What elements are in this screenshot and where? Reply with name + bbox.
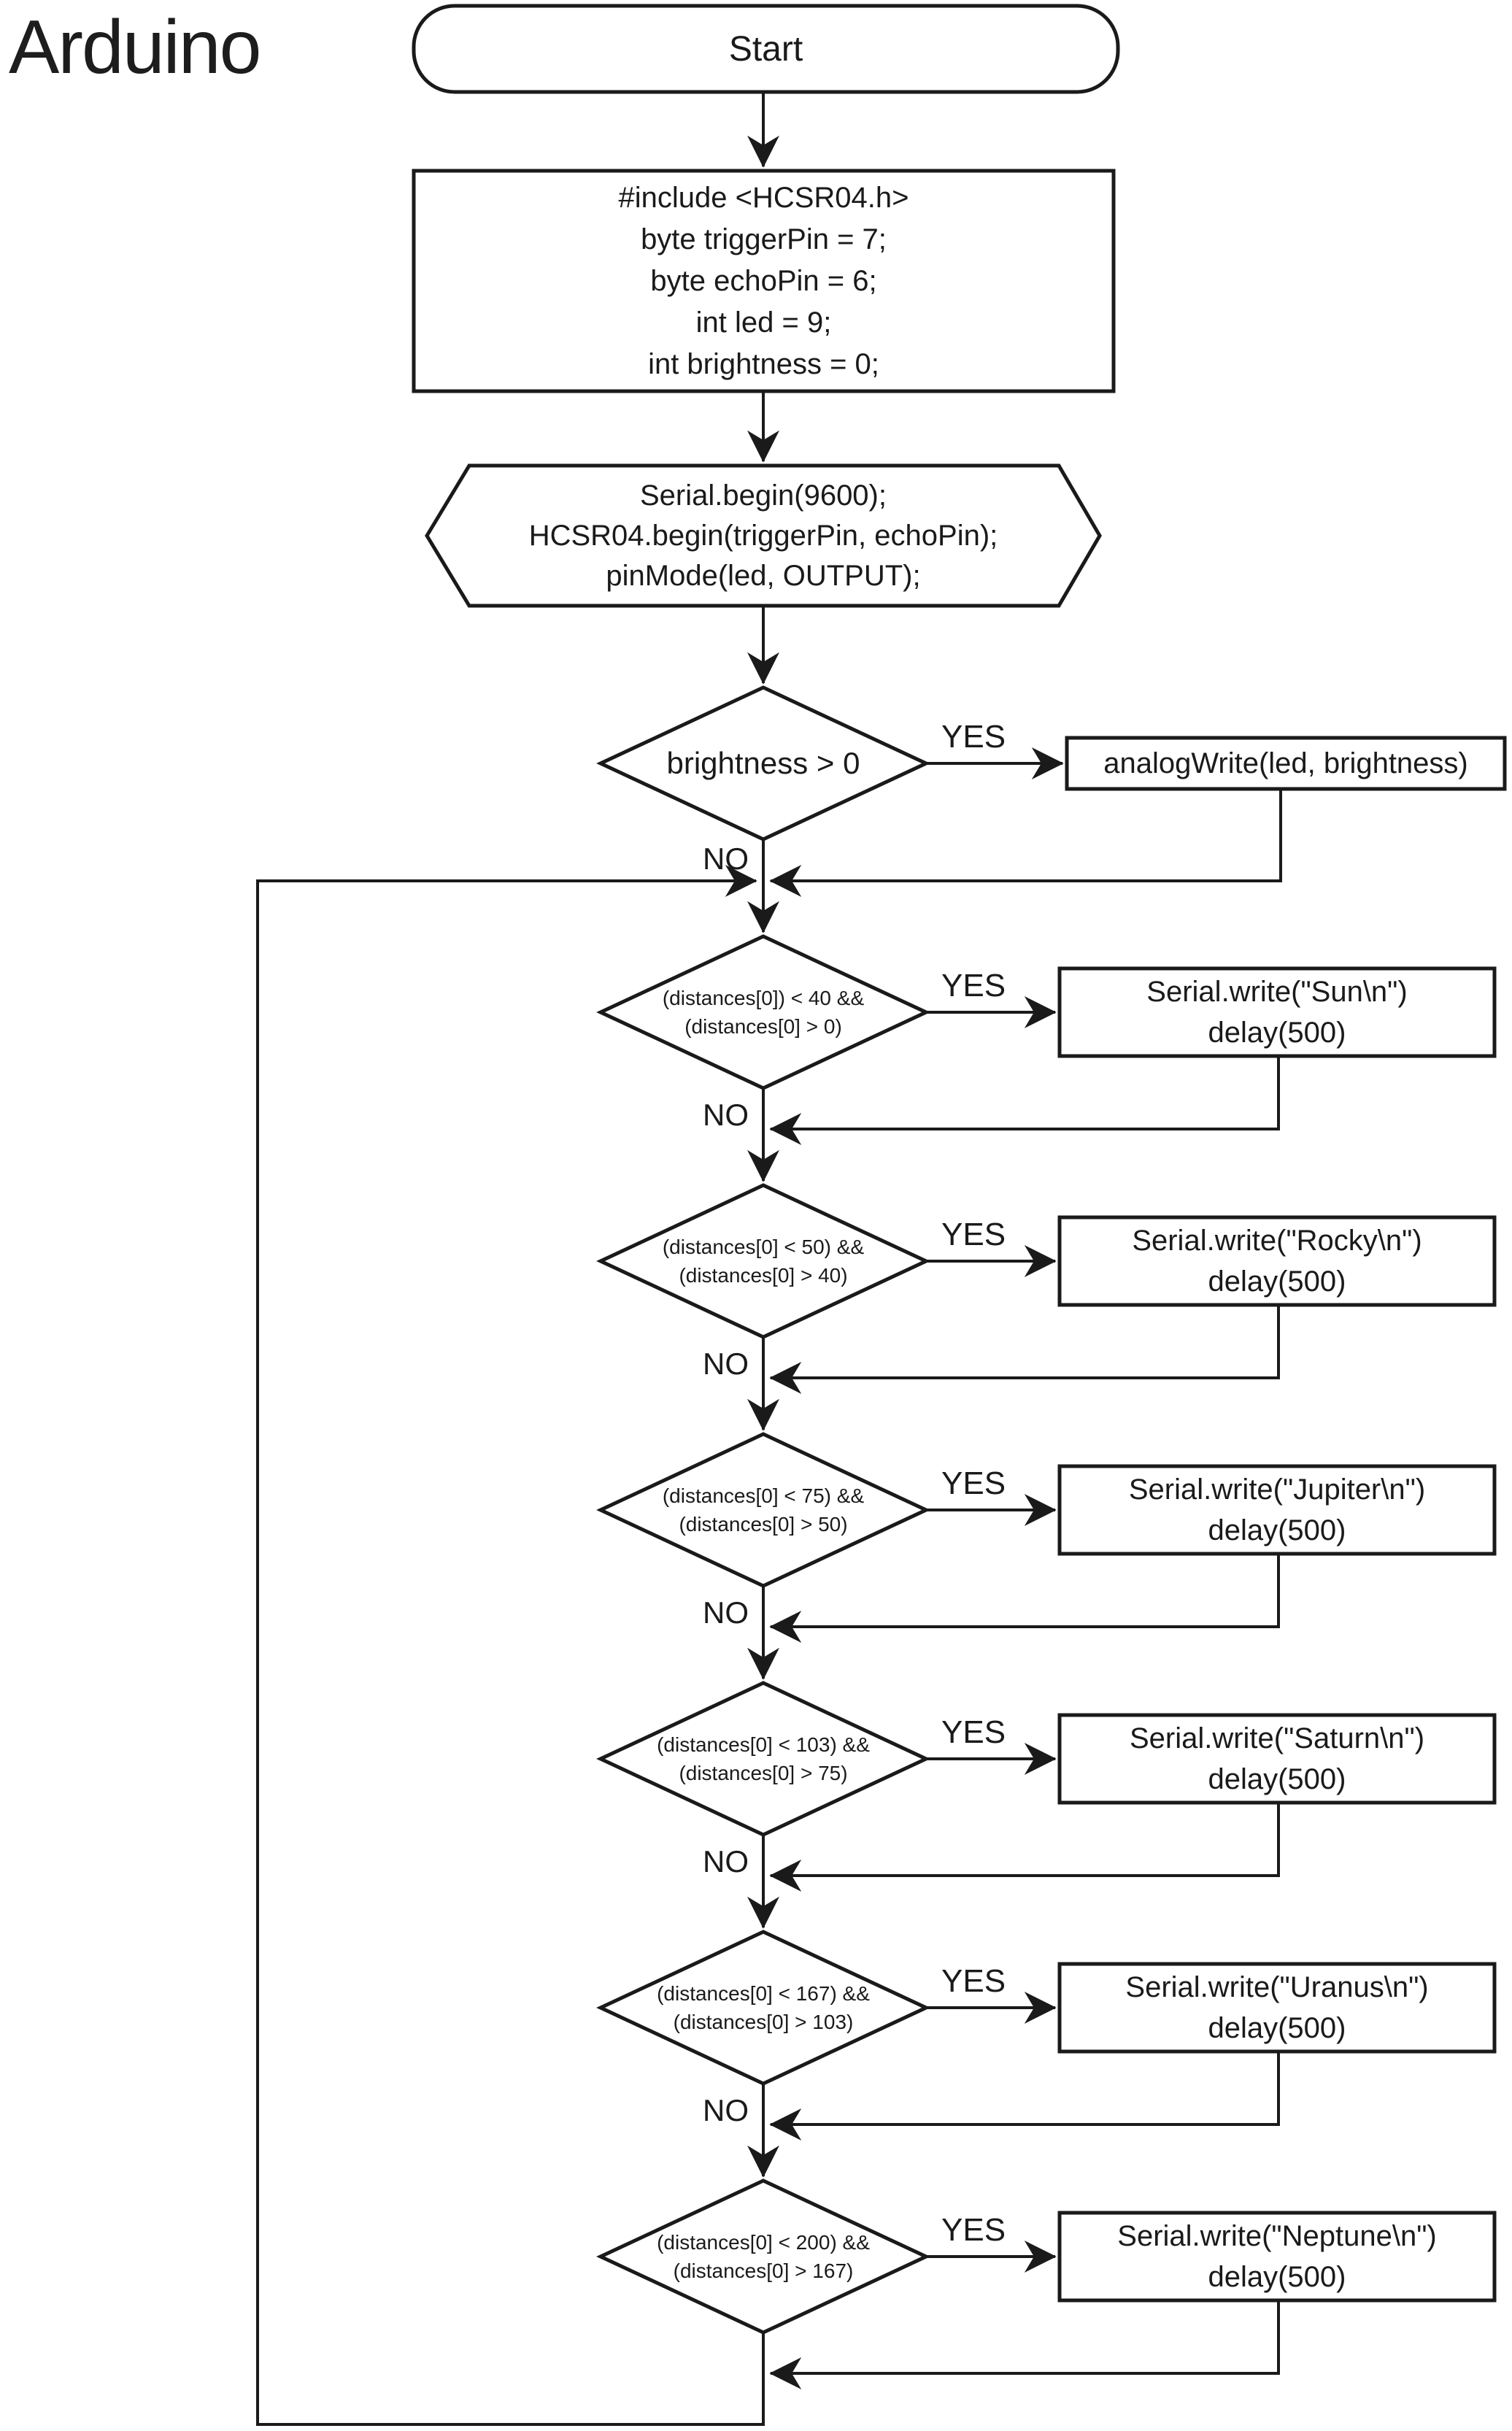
connector-return-6 (769, 2051, 1280, 2141)
condition-line: (distances[0] > 0) (684, 1015, 842, 1038)
setup-hexagon-node (425, 463, 1102, 608)
condition-line: (distances[0] < 75) && (662, 1484, 865, 1507)
init-line: byte echoPin = 6; (650, 264, 877, 297)
condition-line: (distances[0]) < 40 && (662, 987, 865, 1009)
action-line: Serial.write("Sun\n") (1146, 976, 1408, 1008)
start-label: Start (728, 29, 803, 69)
decision-diamond-1 (596, 685, 930, 841)
connector-return-1 (769, 789, 1282, 897)
condition-text-1: brightness > 0 (666, 746, 860, 780)
action-line: delay(500) (1208, 2261, 1346, 2293)
action-line: delay(500) (1208, 1514, 1346, 1546)
condition-line: (distances[0] > 103) (673, 2011, 854, 2033)
action-text-3: Serial.write("Rocky\n") delay(500) (1060, 1217, 1494, 1305)
setup-line: HCSR04.begin(triggerPin, echoPin); (528, 519, 998, 552)
connector-loop-back (256, 865, 763, 2426)
condition-line: (distances[0] > 75) (679, 1762, 848, 1784)
decision-diamond-6 (596, 1930, 930, 2086)
action-box-3 (1057, 1215, 1497, 1307)
yes-label-7: YES (941, 2212, 1006, 2248)
action-line: Serial.write("Rocky\n") (1132, 1225, 1422, 1257)
condition-line: (distances[0] > 167) (673, 2259, 854, 2282)
start-node (412, 4, 1120, 94)
page-title: Arduino (9, 5, 261, 90)
action-line: Serial.write("Jupiter\n") (1128, 1473, 1426, 1506)
condition-line: (distances[0] > 50) (679, 1513, 848, 1536)
connector-return-3 (769, 1305, 1280, 1394)
no-label-6: NO (703, 2093, 749, 2127)
action-text-1: analogWrite(led, brightness) (1103, 747, 1468, 779)
decision-diamond-5 (596, 1681, 930, 1837)
action-line: Serial.write("Saturn\n") (1129, 1722, 1425, 1754)
init-line: #include <HCSR04.h> (618, 181, 909, 214)
action-box-6 (1057, 1962, 1497, 2054)
condition-text-4: (distances[0] < 75) && (distances[0] > 5… (601, 1434, 926, 1586)
connector-return-7 (769, 2300, 1280, 2389)
connector-return-4 (769, 1554, 1280, 1643)
no-label-2: NO (703, 1098, 749, 1132)
decision-diamond-3 (596, 1183, 930, 1339)
yes-label-6: YES (941, 1963, 1006, 1999)
init-line: int led = 9; (695, 306, 832, 339)
condition-line: (distances[0] < 50) && (662, 1236, 865, 1258)
action-line: Serial.write("Neptune\n") (1117, 2220, 1437, 2252)
no-label-1: NO (703, 841, 749, 876)
action-box-4 (1057, 1464, 1497, 1556)
condition-text-7: (distances[0] < 200) && (distances[0] > … (601, 2181, 926, 2332)
action-line: delay(500) (1208, 1763, 1346, 1795)
action-text-2: Serial.write("Sun\n") delay(500) (1060, 968, 1494, 1056)
yes-label-5: YES (941, 1714, 1006, 1750)
init-line: byte triggerPin = 7; (641, 223, 887, 255)
condition-text-2: (distances[0]) < 40 && (distances[0] > 0… (601, 936, 926, 1088)
init-block-text: #include <HCSR04.h> byte triggerPin = 7;… (414, 171, 1114, 391)
condition-text-6: (distances[0] < 167) && (distances[0] > … (601, 1932, 926, 2084)
action-line: delay(500) (1208, 2012, 1346, 2044)
yes-label-1: YES (941, 719, 1006, 755)
init-process-node (412, 169, 1116, 393)
action-text-6: Serial.write("Uranus\n") delay(500) (1060, 1964, 1494, 2051)
decision-diamond-4 (596, 1432, 930, 1588)
condition-line: (distances[0] > 40) (679, 1264, 848, 1287)
connector-return-2 (769, 1056, 1280, 1145)
no-label-5: NO (703, 1844, 749, 1879)
setup-line: Serial.begin(9600); (640, 479, 887, 512)
condition-text-5: (distances[0] < 103) && (distances[0] > … (601, 1683, 926, 1835)
action-box-1 (1065, 736, 1507, 791)
action-line: delay(500) (1208, 1017, 1346, 1049)
yes-label-3: YES (941, 1217, 1006, 1252)
setup-line: pinMode(led, OUTPUT); (606, 559, 921, 592)
decision-diamond-7 (596, 2178, 930, 2335)
condition-line: (distances[0] < 167) && (657, 1982, 870, 2005)
condition-line: (distances[0] < 103) && (657, 1733, 870, 1756)
action-text-7: Serial.write("Neptune\n") delay(500) (1060, 2213, 1494, 2300)
condition-text-3: (distances[0] < 50) && (distances[0] > 4… (601, 1185, 926, 1337)
action-box-2 (1057, 966, 1497, 1058)
action-text-5: Serial.write("Saturn\n") delay(500) (1060, 1715, 1494, 1803)
yes-label-4: YES (941, 1465, 1006, 1501)
no-label-4: NO (703, 1595, 749, 1630)
setup-block-text: Serial.begin(9600); HCSR04.begin(trigger… (427, 466, 1100, 606)
yes-label-2: YES (941, 968, 1006, 1003)
action-line: delay(500) (1208, 1265, 1346, 1298)
action-box-7 (1057, 2211, 1497, 2303)
no-label-3: NO (703, 1347, 749, 1381)
action-text-4: Serial.write("Jupiter\n") delay(500) (1060, 1466, 1494, 1554)
connector-return-5 (769, 1803, 1280, 1892)
action-line: Serial.write("Uranus\n") (1125, 1971, 1429, 2003)
action-box-5 (1057, 1713, 1497, 1805)
decision-diamond-2 (596, 934, 930, 1090)
init-line: int brightness = 0; (648, 347, 879, 380)
condition-line: (distances[0] < 200) && (657, 2231, 870, 2254)
